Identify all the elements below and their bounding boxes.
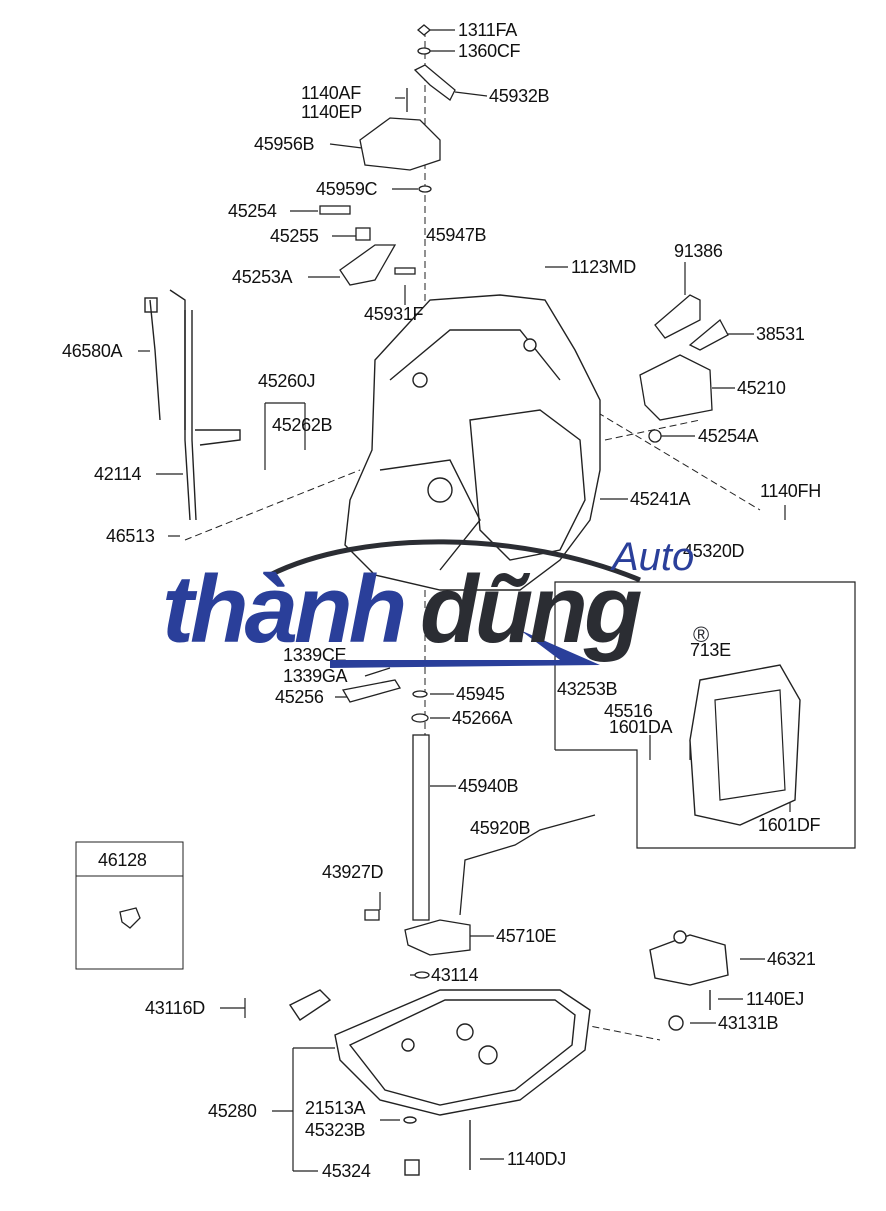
part-label: 46128 <box>98 850 147 870</box>
oil-pan <box>288 989 591 1176</box>
part-label: 1601DA <box>609 717 673 737</box>
part-label: 45932B <box>489 86 550 106</box>
part-label: 45256 <box>275 687 324 707</box>
part-label: 1311FA <box>458 20 517 40</box>
inset-box-46128 <box>75 841 184 970</box>
part-label: 45255 <box>270 226 319 246</box>
dipstick-and-tube <box>144 289 241 521</box>
part-label: 45262B <box>272 415 333 435</box>
part-label: 42114 <box>94 464 142 484</box>
part-label: 21513A <box>305 1098 366 1118</box>
part-label: 45260J <box>258 371 316 391</box>
top-switch-parts <box>319 24 729 443</box>
part-label: 45710E <box>496 926 557 946</box>
part-label: 91386 <box>674 241 723 261</box>
part-label: 45516 <box>604 701 653 721</box>
part-label: 45945 <box>456 684 505 704</box>
part-label: 43927D <box>322 862 384 882</box>
watermark-text-dung: dũng <box>420 556 643 663</box>
part-label: 45940B <box>458 776 519 796</box>
part-label: 43114 <box>431 965 479 985</box>
watermark-text-auto: Auto <box>612 535 695 579</box>
part-label: 43131B <box>718 1013 779 1033</box>
part-label: 45920B <box>470 818 531 838</box>
part-label: 1339GA <box>283 666 348 686</box>
part-label: 45323B <box>305 1120 366 1140</box>
part-label: 45210 <box>737 378 786 398</box>
part-label: 1140AF <box>301 83 361 103</box>
part-label: 45956B <box>254 134 315 154</box>
oil-filter <box>649 930 729 1031</box>
part-label: 43116D <box>145 998 205 1018</box>
part-label: 45324 <box>322 1161 371 1181</box>
watermark-text-thanh: thành <box>162 556 407 663</box>
part-label: 45959C <box>316 179 378 199</box>
part-label: 713E <box>690 640 731 660</box>
part-label: 1360CF <box>458 41 521 61</box>
part-label: 1601DF <box>758 815 821 835</box>
rear-cover-box <box>554 581 856 849</box>
part-label: 45931F <box>364 304 424 324</box>
part-label: 45266A <box>452 708 513 728</box>
watermark-registered: ® <box>693 622 710 647</box>
part-label: 38531 <box>756 324 805 344</box>
part-label: 1140EJ <box>746 989 804 1009</box>
part-label: 1140DJ <box>507 1149 566 1169</box>
part-label: 45320D <box>683 541 745 561</box>
part-label: 1140FH <box>760 481 821 501</box>
part-label: 45254A <box>698 426 759 446</box>
part-label: 45947B <box>426 225 487 245</box>
part-label: 1140EP <box>301 102 362 122</box>
part-label: 46580A <box>62 341 123 361</box>
part-label: 43253B <box>557 679 618 699</box>
shift-shaft-parts <box>341 679 596 979</box>
part-label: 1123MD <box>571 257 636 277</box>
part-label: 46321 <box>767 949 816 969</box>
part-label: 46513 <box>106 526 155 546</box>
part-label: 45254 <box>228 201 277 221</box>
part-label: 45253A <box>232 267 293 287</box>
transmission-case <box>344 294 601 591</box>
part-label: 45241A <box>630 489 691 509</box>
part-label: 45280 <box>208 1101 257 1121</box>
